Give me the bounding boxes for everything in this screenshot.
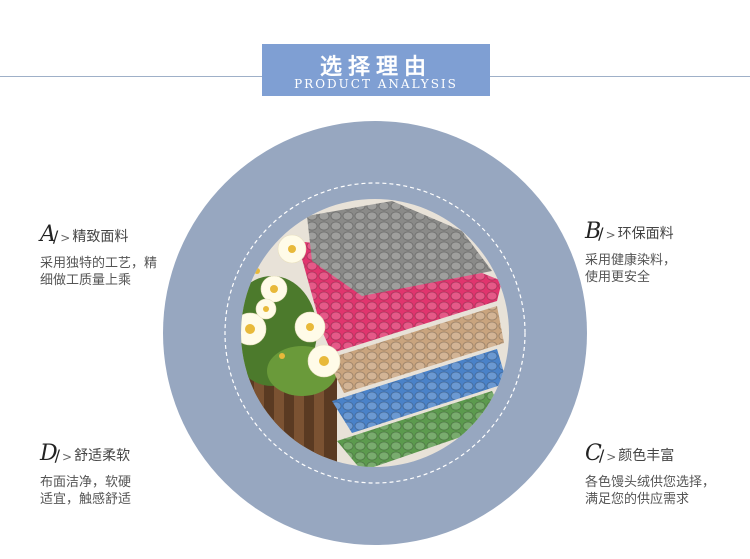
feature-letter: A [40,222,56,247]
feature-a: A / > 精致面料 采用独特的工艺，精 细做工质量上乘 [40,224,190,289]
arrow-icon: > [605,228,616,242]
dashed-ring [224,182,526,484]
daisy-flowers [241,234,341,378]
section-subtitle: PRODUCT ANALYSIS [294,77,458,91]
feature-d: D / > 舒适柔软 布面洁净，软硬 适宜，触感舒适 [40,443,190,508]
feature-letter: C [585,441,602,466]
feature-title: 舒适柔软 [74,448,131,464]
arrow-icon: > [606,450,617,464]
slash-decoration: / [54,446,61,465]
feature-description: 采用独特的工艺，精 细做工质量上乘 [40,256,158,288]
feature-title: 环保面料 [617,226,674,242]
slash-decoration: / [598,446,605,465]
product-photo [241,199,509,467]
feature-description: 布面洁净，软硬 适宜，触感舒适 [40,475,132,507]
slash-decoration: / [598,224,604,243]
arrow-icon: > [62,450,73,464]
feature-title: 颜色丰富 [618,448,675,464]
towel-gray [307,201,492,296]
feature-c: C / > 颜色丰富 各色馒头绒供您选择， 满足您的供应需求 [585,443,745,508]
feature-title: 精致面料 [72,229,129,245]
feature-description: 采用健康染料， 使用更安全 [585,253,677,285]
feature-letter: B [585,219,602,244]
feature-description: 各色馒头绒供您选择， 满足您的供应需求 [585,475,716,507]
feature-letter: D [40,441,58,466]
section-title: 选择理由 [319,55,432,80]
header-rule-right [490,76,750,77]
slash-decoration: / [52,227,59,246]
towel-tan [327,306,504,393]
product-showcase-circle [162,121,588,545]
feature-b: B / > 环保面料 采用健康染料， 使用更安全 [585,221,735,286]
header-rule-left [0,76,262,77]
towel-blue [332,349,507,433]
section-title-box: 选择理由 PRODUCT ANALYSIS [262,44,490,96]
arrow-icon: > [60,231,71,245]
towel-green [337,391,507,467]
